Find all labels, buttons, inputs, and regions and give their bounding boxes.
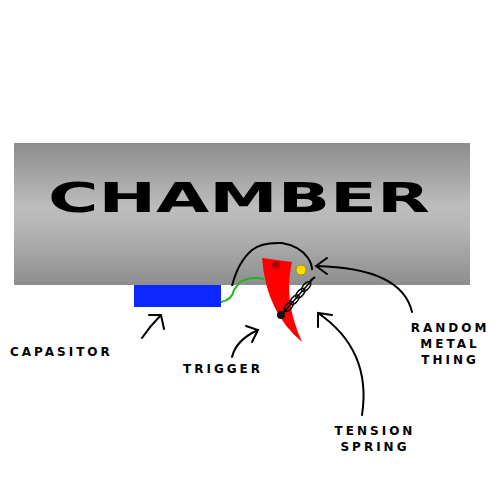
wire <box>221 278 264 302</box>
chamber-block: CHAMBER <box>14 143 470 285</box>
part-label: RANDOM METAL THING <box>411 320 490 369</box>
spring-coil <box>283 300 295 313</box>
part-label: TRIGGER <box>183 361 263 377</box>
part-label: TENSION SPRING <box>335 423 416 455</box>
pivot-dot <box>272 261 280 269</box>
spring-coil <box>294 287 306 300</box>
leader-arrow <box>318 313 364 415</box>
part-title: CHAMBER <box>48 178 430 218</box>
leader-arrow <box>316 258 412 312</box>
capacitor-block <box>134 285 221 307</box>
spring-anchor <box>277 311 285 319</box>
part-label: CAPASITOR <box>10 344 113 360</box>
leader-arrow <box>232 326 258 357</box>
spring-core <box>283 280 312 313</box>
spring-coil <box>288 293 300 306</box>
metal-tip <box>310 277 315 281</box>
spring-coil <box>300 280 312 293</box>
metal-contact <box>296 265 306 275</box>
tension-spring <box>283 280 313 313</box>
leader-arrow <box>142 315 164 338</box>
